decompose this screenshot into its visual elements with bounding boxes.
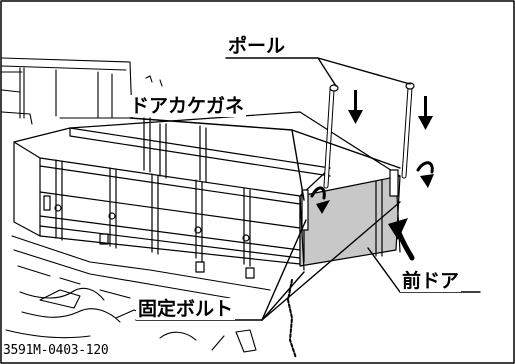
curved-arrow-icon: [416, 161, 434, 188]
down-arrow-icon: [348, 90, 363, 124]
down-arrow-icon: [418, 96, 433, 130]
pole-right: [401, 82, 415, 179]
side-panel: [13, 111, 401, 279]
rotate-arrow-icon: [388, 218, 415, 261]
curved-arrow-icon: [310, 186, 330, 214]
figure-code: 3591M-0403-120: [3, 343, 109, 358]
front-door-label: 前ドア: [400, 270, 462, 292]
pole-label: ポール: [226, 35, 288, 57]
leader-lines: [129, 57, 481, 321]
pole-left: [323, 84, 339, 189]
chain: [287, 279, 297, 359]
door-hook-label: ドアカケガネ: [128, 95, 247, 117]
chassis: [5, 235, 271, 353]
fixing-bolt-label: 固定ボルト: [136, 298, 236, 320]
